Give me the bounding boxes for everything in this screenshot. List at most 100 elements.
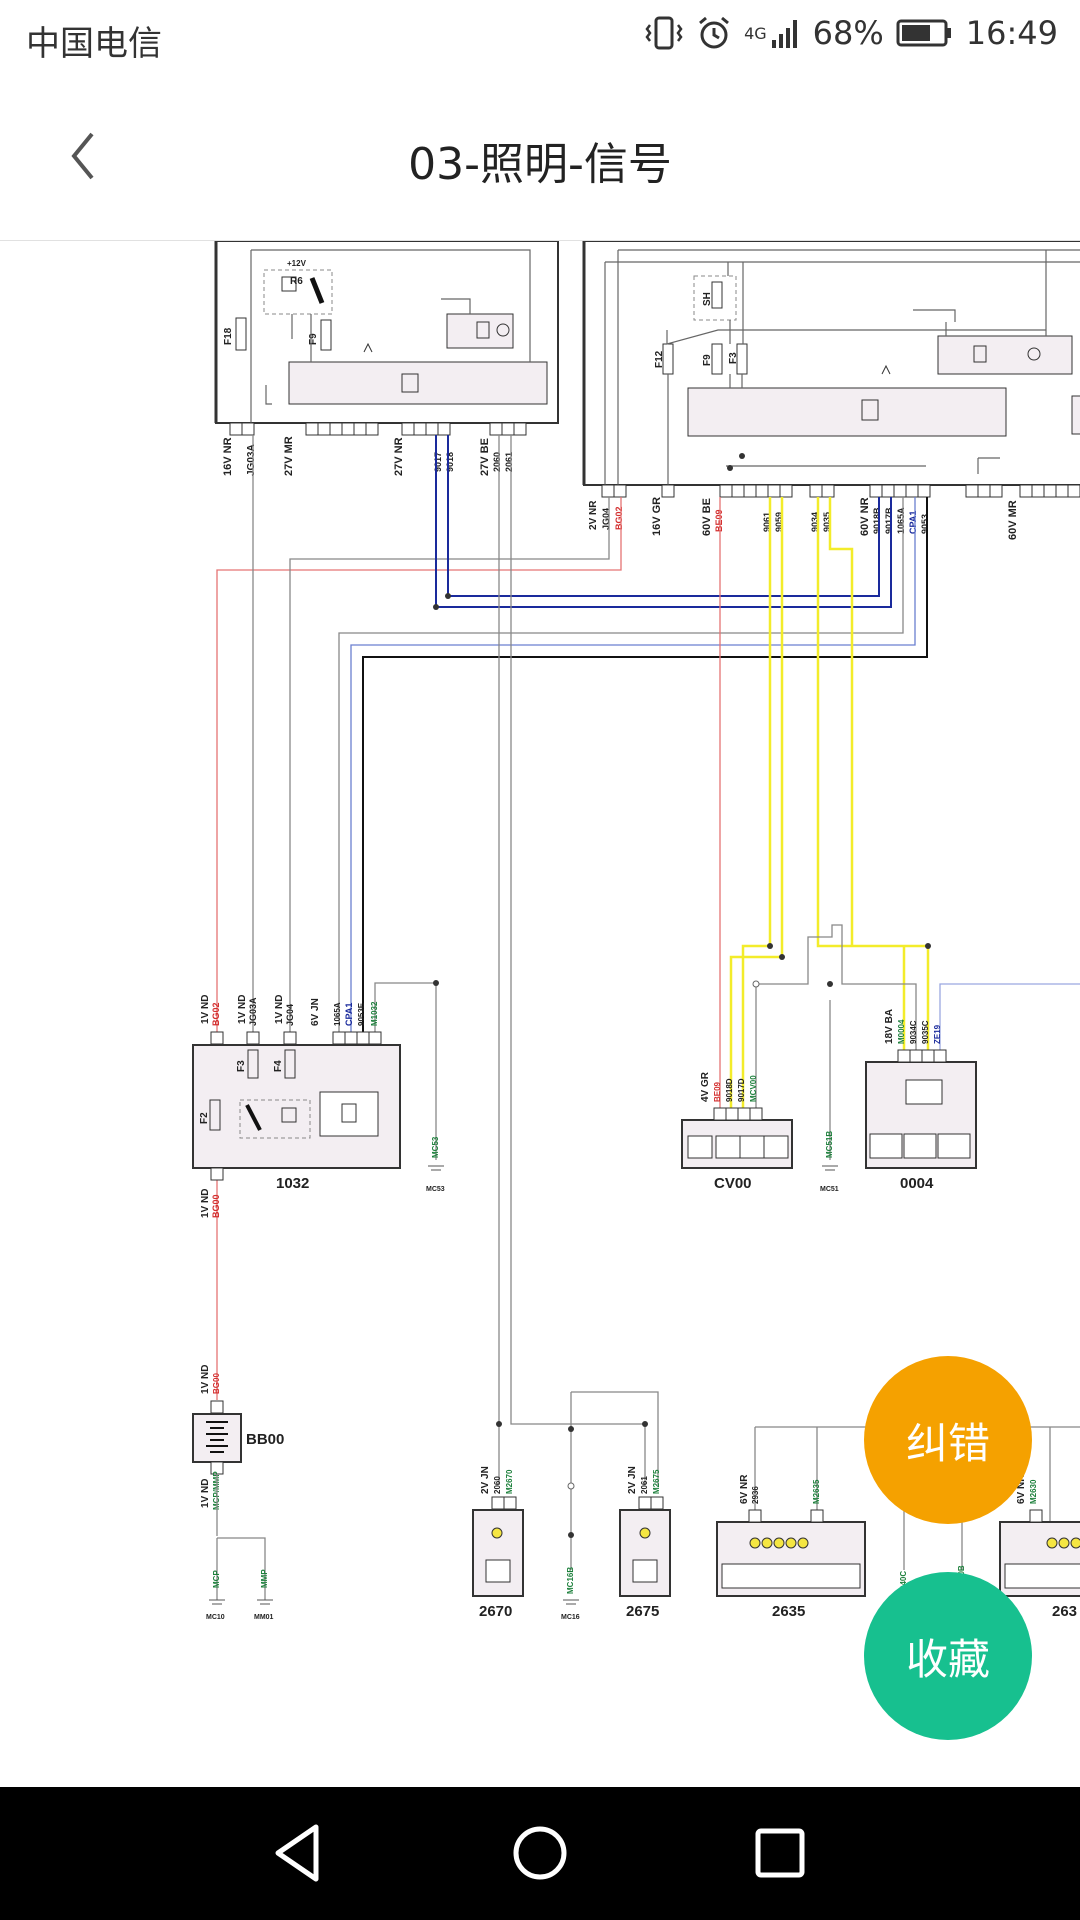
battery-icon xyxy=(896,19,951,47)
wire-jg03a-b: JG03A xyxy=(248,997,258,1026)
wire-9061: 9061 xyxy=(762,512,772,532)
wire-cpa1-b: CPA1 xyxy=(344,1003,354,1026)
conn-2v-jn-b: 2V JN xyxy=(627,1466,638,1494)
conn-1v-nd-b: 1V ND xyxy=(237,995,248,1024)
wiring-diagram-viewer[interactable]: +12V R6 F18 F9 16V NR JG03A 27V MR 27V N… xyxy=(0,241,1080,1787)
conn-2v-nr: 2V NR xyxy=(588,500,599,530)
conn-1v-nd-c: 1V ND xyxy=(274,995,285,1024)
fuse-f2: F2 xyxy=(199,1112,210,1124)
wire-9034c: 9034C xyxy=(909,1020,918,1044)
component-0004: 0004 xyxy=(900,1175,934,1192)
conn-60v-be: 60V BE xyxy=(701,498,713,536)
conn-60v-nr: 60V NR xyxy=(859,497,871,536)
status-bar: 中国电信 4G 68% 16:49 xyxy=(0,0,1080,74)
conn-16v-gr: 16V GR xyxy=(651,497,663,536)
component-2635: 2635 xyxy=(772,1603,805,1620)
conn-1v-nd-e: 1V ND xyxy=(200,1365,211,1394)
wire-9018d: 9018D xyxy=(725,1078,734,1102)
ground-mc53: MC53 xyxy=(426,1186,445,1193)
wire-mmp: MMP xyxy=(260,1569,269,1588)
fuse-f18: F18 xyxy=(223,327,234,345)
carrier-name: 中国电信 xyxy=(26,24,162,64)
conn-27v-nr: 27V NR xyxy=(393,437,405,476)
conn-1v-nd-a: 1V ND xyxy=(200,995,211,1024)
wire-9017d: 9017D xyxy=(737,1078,746,1102)
conn-27v-be: 27V BE xyxy=(479,438,491,476)
wire-1065a: 1065A xyxy=(896,507,906,534)
wire-m2635: M2635 xyxy=(812,1479,821,1504)
network-type: 4G xyxy=(744,23,767,43)
wire-2936: 2936 xyxy=(751,1486,760,1504)
fuse-f9-b: F9 xyxy=(702,354,713,366)
wire-9018b: 9018B xyxy=(872,507,882,534)
wire-bg02: BG02 xyxy=(614,506,624,530)
wire-9053e: 9053E xyxy=(357,1002,366,1026)
wiring-diagram[interactable]: +12V R6 F18 F9 16V NR JG03A 27V MR 27V N… xyxy=(0,241,1080,1787)
wire-2060: 2060 xyxy=(492,452,502,472)
relay-r6: R6 xyxy=(290,276,303,287)
wire-jg04: JG04 xyxy=(601,508,611,530)
nav-home-icon[interactable] xyxy=(502,1815,578,1891)
conn-27v-mr: 27V MR xyxy=(283,436,295,476)
status-icons: 4G 68% 16:49 xyxy=(644,14,1058,52)
fuse-f3-b: F3 xyxy=(236,1060,247,1072)
ground-mc16: MC16 xyxy=(561,1614,580,1621)
wire-mc51b: MC51B xyxy=(825,1131,834,1158)
back-arrow-icon[interactable] xyxy=(58,126,118,186)
wire-bg00: BG00 xyxy=(211,1194,221,1218)
fuse-f3: F3 xyxy=(728,352,739,364)
battery-percent: 68% xyxy=(812,14,884,52)
wire-1065a-b: 1065A xyxy=(333,1002,342,1026)
wire-9017b: 9017B xyxy=(884,507,894,534)
wire-bg02-b: BG02 xyxy=(211,1002,221,1026)
wire-9017: 9017 xyxy=(433,452,443,472)
wire-mcv00: MCV00 xyxy=(749,1075,758,1102)
system-nav-bar xyxy=(0,1787,1080,1920)
conn-6v-nr-b: 6V NR xyxy=(1016,1474,1027,1504)
component-cv00: CV00 xyxy=(714,1175,752,1192)
wire-9035c: 9035C xyxy=(921,1020,930,1044)
component-2670: 2670 xyxy=(479,1603,512,1620)
wire-2060-b: 2060 xyxy=(493,1476,502,1494)
conn-18v-ba: 18V BA xyxy=(884,1009,895,1044)
wire-jg03a: JG03A xyxy=(246,444,257,476)
component-1032: 1032 xyxy=(276,1175,309,1192)
ground-mm01: MM01 xyxy=(254,1614,274,1621)
nav-back-icon[interactable] xyxy=(262,1815,338,1891)
conn-1v-nd-f: 1V ND xyxy=(200,1479,211,1508)
wire-2061: 2061 xyxy=(504,452,514,472)
fuse-f12: F12 xyxy=(654,350,665,368)
component-2675: 2675 xyxy=(626,1603,659,1620)
fuse-f4: F4 xyxy=(273,1060,284,1072)
vibrate-icon xyxy=(645,16,683,50)
wire-cpa1: CPA1 xyxy=(908,511,918,534)
wire-9035: 9035 xyxy=(822,512,832,532)
conn-6v-jn: 6V JN xyxy=(310,998,321,1026)
nav-recent-apps-icon[interactable] xyxy=(742,1815,818,1891)
wire-m1032: M1032 xyxy=(370,1001,379,1026)
wire-mc53: MC53 xyxy=(431,1136,440,1158)
alarm-icon xyxy=(699,16,730,49)
component-263x: 263 xyxy=(1052,1603,1077,1620)
wire-mc16b: MC16B xyxy=(566,1567,575,1594)
wire-mcp: MCP xyxy=(212,1570,221,1588)
ground-mc10: MC10 xyxy=(206,1614,225,1621)
app-header: 03-照明-信号 xyxy=(0,74,1080,241)
report-error-button[interactable]: 纠错 xyxy=(864,1356,1032,1524)
conn-1v-nd-d: 1V ND xyxy=(200,1189,211,1218)
wire-9018: 9018 xyxy=(445,452,455,472)
wire-ze19: ZE19 xyxy=(933,1024,942,1044)
wire-be09: BE09 xyxy=(714,509,724,532)
conn-6v-nr-a: 6V NR xyxy=(739,1474,750,1504)
page-title: 03-照明-信号 xyxy=(408,139,672,190)
favorite-button[interactable]: 收藏 xyxy=(864,1572,1032,1740)
ground-mc51: MC51 xyxy=(820,1186,839,1193)
wire-9053: 9053 xyxy=(920,514,930,534)
wire-2061-b: 2061 xyxy=(640,1476,649,1494)
wire-jg04-b: JG04 xyxy=(285,1004,295,1026)
component-bb00: BB00 xyxy=(246,1431,284,1448)
wire-9034: 9034 xyxy=(810,512,820,532)
wire-m2670: M2670 xyxy=(505,1469,514,1494)
conn-60v-mr: 60V MR xyxy=(1007,500,1019,540)
clock: 16:49 xyxy=(965,14,1058,52)
